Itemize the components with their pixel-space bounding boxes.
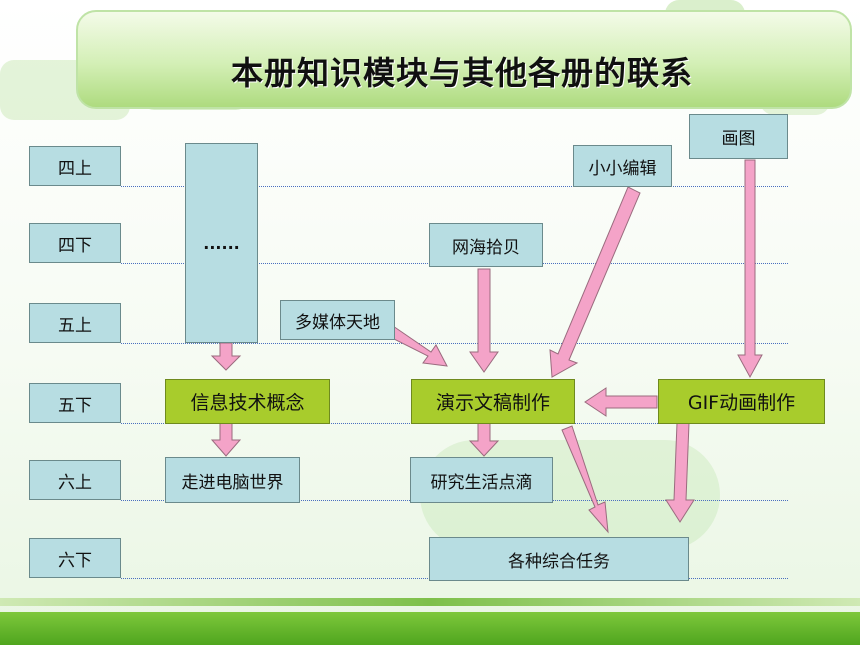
grade-label: 六下	[29, 538, 121, 578]
grade-label: 五下	[29, 383, 121, 423]
footer-stripe	[0, 598, 860, 606]
box-life-study: 研究生活点滴	[410, 457, 553, 503]
grade-label: 六上	[29, 460, 121, 500]
box-multimedia: 多媒体天地	[280, 300, 395, 340]
box-gif: GIF动画制作	[658, 379, 825, 424]
arrow	[561, 425, 609, 534]
grade-label: 五上	[29, 303, 121, 343]
arrow	[665, 422, 695, 523]
box-editor: 小小编辑	[573, 145, 672, 187]
arrow	[737, 159, 763, 379]
arrow	[468, 422, 500, 457]
arrow	[385, 325, 448, 367]
ellipsis-box: ......	[185, 143, 258, 343]
arrow	[584, 387, 658, 417]
row-divider	[121, 343, 788, 344]
box-info-concept: 信息技术概念	[165, 379, 330, 424]
row-divider	[121, 186, 788, 187]
arrow	[469, 268, 499, 373]
box-computer-world: 走进电脑世界	[165, 457, 300, 503]
title-banner	[76, 10, 852, 109]
footer-bar	[0, 612, 860, 645]
arrow	[210, 422, 242, 457]
grade-label: 四上	[29, 146, 121, 186]
box-drawing: 画图	[689, 114, 788, 159]
box-presentation: 演示文稿制作	[411, 379, 575, 424]
arrow	[210, 342, 242, 371]
box-web: 网海拾贝	[429, 223, 543, 267]
box-tasks: 各种综合任务	[429, 537, 689, 581]
arrow	[549, 186, 641, 378]
grade-label: 四下	[29, 223, 121, 263]
page-title: 本册知识模块与其他各册的联系	[230, 54, 693, 92]
